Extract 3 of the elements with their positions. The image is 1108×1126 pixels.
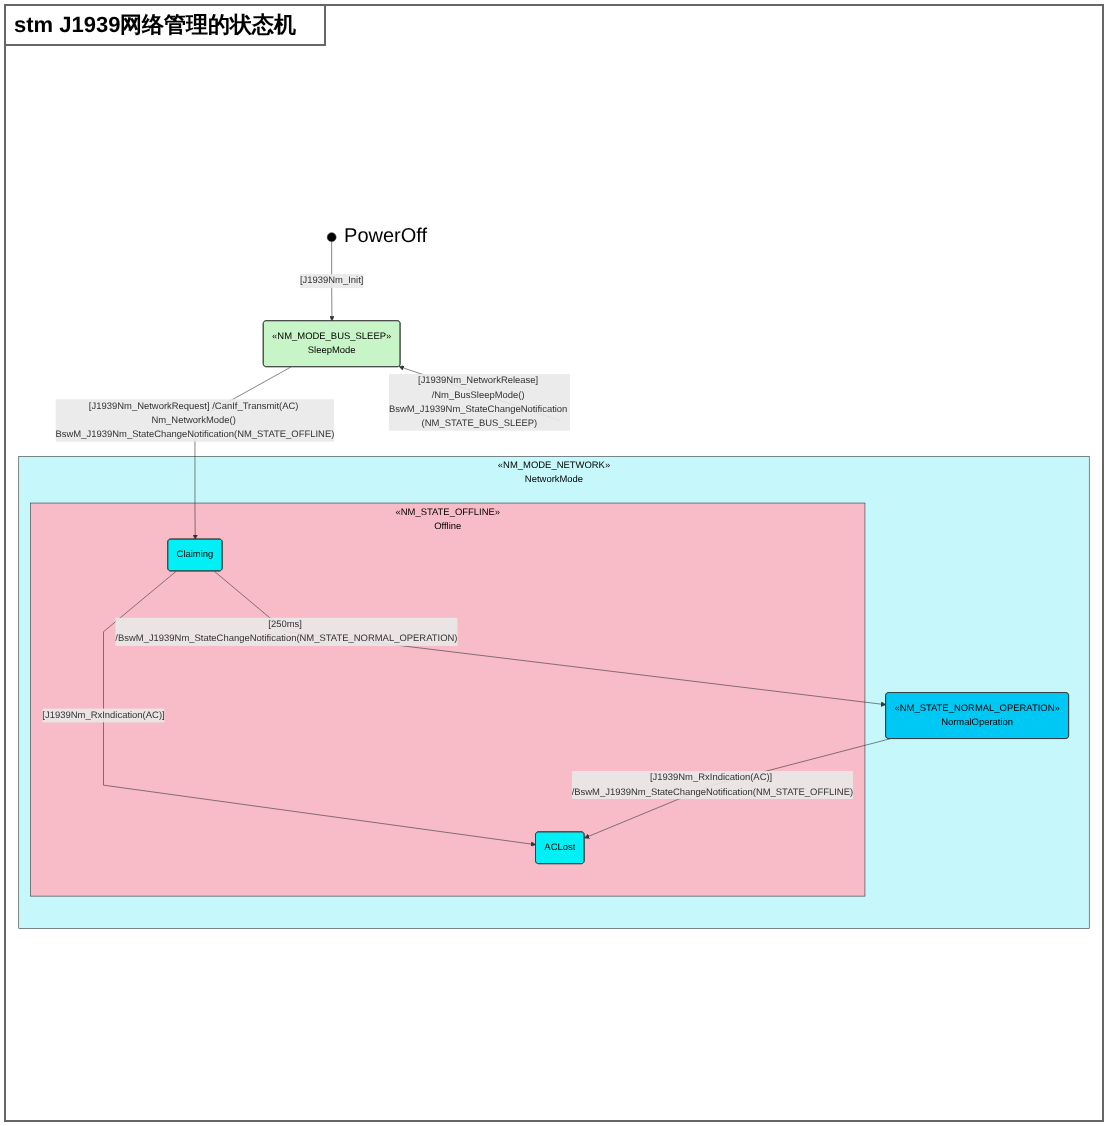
node-circle [326, 232, 337, 243]
diagram-title: stm J1939网络管理的状态机 [6, 6, 327, 46]
state-name: PowerOff [344, 225, 428, 248]
